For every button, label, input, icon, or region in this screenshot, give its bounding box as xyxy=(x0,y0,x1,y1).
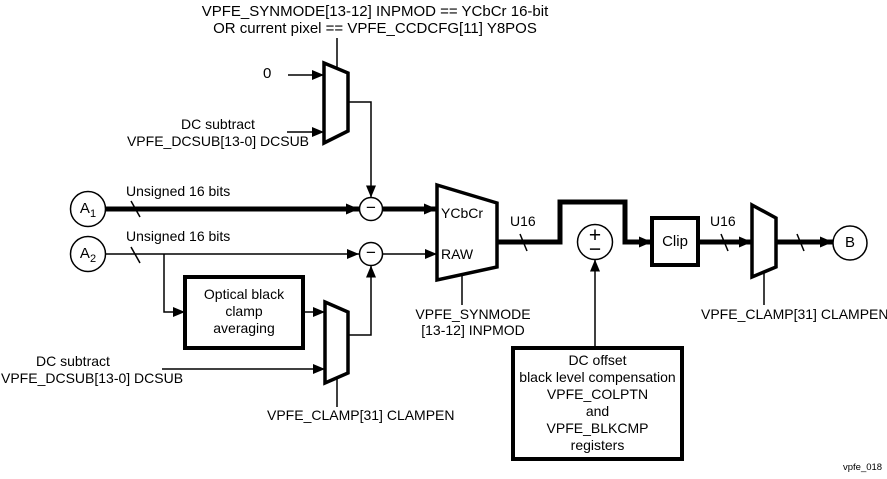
a2-subscript: 2 xyxy=(89,253,97,265)
inpmod-select-line1: VPFE_SYNMODE xyxy=(415,306,531,322)
optical-line1: Optical black xyxy=(203,286,285,302)
a2-bus-label: Unsigned 16 bits xyxy=(126,228,231,244)
dcoffset-line4: and xyxy=(585,403,610,419)
top-condition-text: VPFE_SYNMODE[13-12] INPMOD == YCbCr 16-b… xyxy=(150,3,600,37)
optical-line3: averaging xyxy=(213,320,275,336)
subtractor2-symbol: − xyxy=(366,243,376,262)
u16-a-slash xyxy=(519,233,528,252)
output-b-node xyxy=(832,225,868,261)
mux-dcsub-shape xyxy=(322,60,350,146)
dcoffset-line2: black level compensation xyxy=(519,369,676,385)
u16-b-slash xyxy=(720,233,729,252)
dc-offset-box-label: DC offset black level compensation VPFE_… xyxy=(513,352,682,454)
dcoffset-line1: DC offset xyxy=(568,352,627,368)
output-b-slash xyxy=(796,233,805,252)
dcsub-top-label: DC subtract VPFE_DCSUB[13-0] DCSUB xyxy=(118,116,318,150)
mux-clamp-output-line xyxy=(348,265,376,336)
mux-out-select-label: VPFE_CLAMP[31] CLAMPEN xyxy=(701,306,887,322)
input-a2-label: A2 xyxy=(70,244,106,269)
adder-plus-sign: + xyxy=(588,224,602,247)
mux-out-shape xyxy=(750,202,778,280)
a2-bus-slash xyxy=(130,246,141,264)
figure-id-watermark: vpfe_018 xyxy=(843,462,883,473)
top-condition-line1: VPFE_SYNMODE[13-12] INPMOD == YCbCr 16-b… xyxy=(201,3,549,20)
mux-inpmod-option-raw: RAW xyxy=(441,246,474,262)
adder-symbol: + − xyxy=(577,224,613,261)
clip-label: Clip xyxy=(662,233,688,250)
input-a2-node xyxy=(69,235,107,273)
u16-label-a: U16 xyxy=(510,213,536,229)
dcsub-bottom-line1: DC subtract xyxy=(36,353,110,369)
dcoffset-line6: registers xyxy=(570,437,625,453)
a1-bus-label: Unsigned 16 bits xyxy=(126,183,231,199)
a1-subscript: 1 xyxy=(89,208,97,220)
dcsub-top-line2: VPFE_DCSUB[13-0] DCSUB xyxy=(126,133,310,149)
adder-minus-sign: − xyxy=(588,238,602,261)
inpmod-select-line2: [13-12] INPMOD xyxy=(421,322,525,338)
mux-clamp-shape xyxy=(323,299,350,386)
input-a1-node xyxy=(69,190,107,228)
a1-base: A xyxy=(79,200,90,217)
dcoffset-line3: VPFE_COLPTN xyxy=(546,386,649,402)
subtractor1-node xyxy=(358,196,384,222)
optical-box-label: Optical black clamp averaging xyxy=(185,286,303,337)
dcsub-bottom-line2: VPFE_DCSUB[13-0] DCSUB xyxy=(1,370,184,386)
subtractor2-node xyxy=(358,241,384,267)
mux-inpmod-select-label: VPFE_SYNMODE [13-12] INPMOD xyxy=(403,306,543,338)
optical-line2: clamp xyxy=(225,303,263,319)
mux-dcsub-output-line xyxy=(348,101,376,198)
input-a1-label: A1 xyxy=(70,199,106,224)
dc-offset-box xyxy=(511,346,684,461)
mux-inpmod-option-ycbcr: YCbCr xyxy=(441,205,484,221)
output-b-label: B xyxy=(844,234,855,251)
mux-clamp-select-label: VPFE_CLAMP[31] CLAMPEN xyxy=(267,407,455,423)
optical-black-clamp-box xyxy=(183,275,305,350)
dcoffset-line5: VPFE_BLKCMP xyxy=(546,420,649,436)
dcsub-top-line1: DC subtract xyxy=(181,116,255,132)
mux-inpmod-output-bump-line xyxy=(497,199,652,248)
zero-input-label: 0 xyxy=(263,65,272,82)
mux-inpmod-shape xyxy=(435,182,499,283)
top-condition-line2: OR current pixel == VPFE_CCDCFG[11] Y8PO… xyxy=(213,20,537,37)
a2-branch-line xyxy=(163,254,185,317)
u16-label-b: U16 xyxy=(710,213,736,229)
clip-box xyxy=(650,216,700,267)
adder-node xyxy=(576,223,614,261)
a2-base: A xyxy=(79,245,90,262)
a1-bus-slash xyxy=(130,200,141,218)
subtractor1-symbol: − xyxy=(366,198,376,217)
